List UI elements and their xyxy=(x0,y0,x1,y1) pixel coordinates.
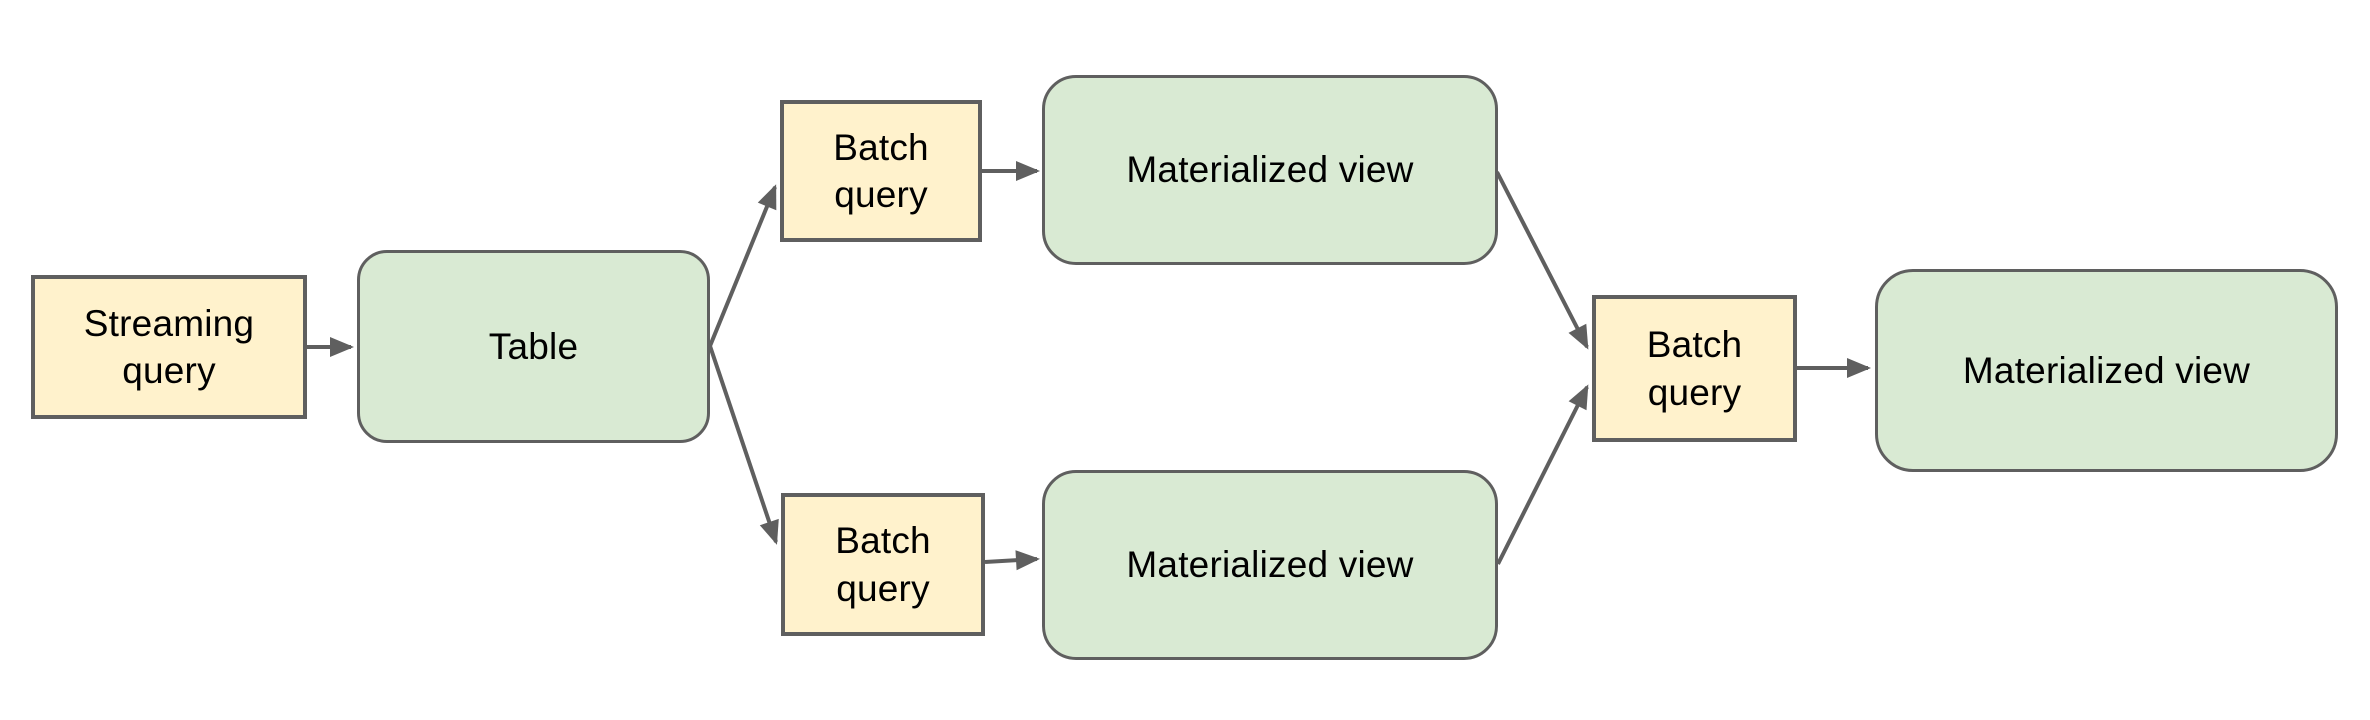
node-label: Materialized view xyxy=(1126,544,1414,586)
node-label: Table xyxy=(488,325,579,367)
edge-mv-bottom-to-batch-right xyxy=(1496,384,1589,565)
node-label: Streaming query xyxy=(83,302,255,391)
edge-table-to-batch-bottom xyxy=(708,345,779,545)
node-batch-query-bottom: Batch query xyxy=(781,493,985,636)
node-batch-query-right: Batch query xyxy=(1592,295,1797,442)
node-materialized-view-bottom: Materialized view xyxy=(1042,470,1498,660)
node-label: Batch query xyxy=(835,520,931,609)
node-table: Table xyxy=(357,250,710,443)
edge-batch-bottom-to-mv-bottom xyxy=(984,550,1040,571)
node-label: Batch query xyxy=(1646,324,1743,413)
node-label: Batch query xyxy=(833,126,929,215)
node-materialized-view-right: Materialized view xyxy=(1875,269,2338,472)
edge-table-to-batch-top xyxy=(708,184,777,347)
edge-mv-top-to-batch-right xyxy=(1495,171,1589,350)
node-materialized-view-top: Materialized view xyxy=(1042,75,1498,265)
node-label: Materialized view xyxy=(1962,349,2251,391)
node-label: Materialized view xyxy=(1126,149,1414,191)
node-streaming-query: Streaming query xyxy=(31,275,307,419)
node-batch-query-top: Batch query xyxy=(780,100,982,242)
